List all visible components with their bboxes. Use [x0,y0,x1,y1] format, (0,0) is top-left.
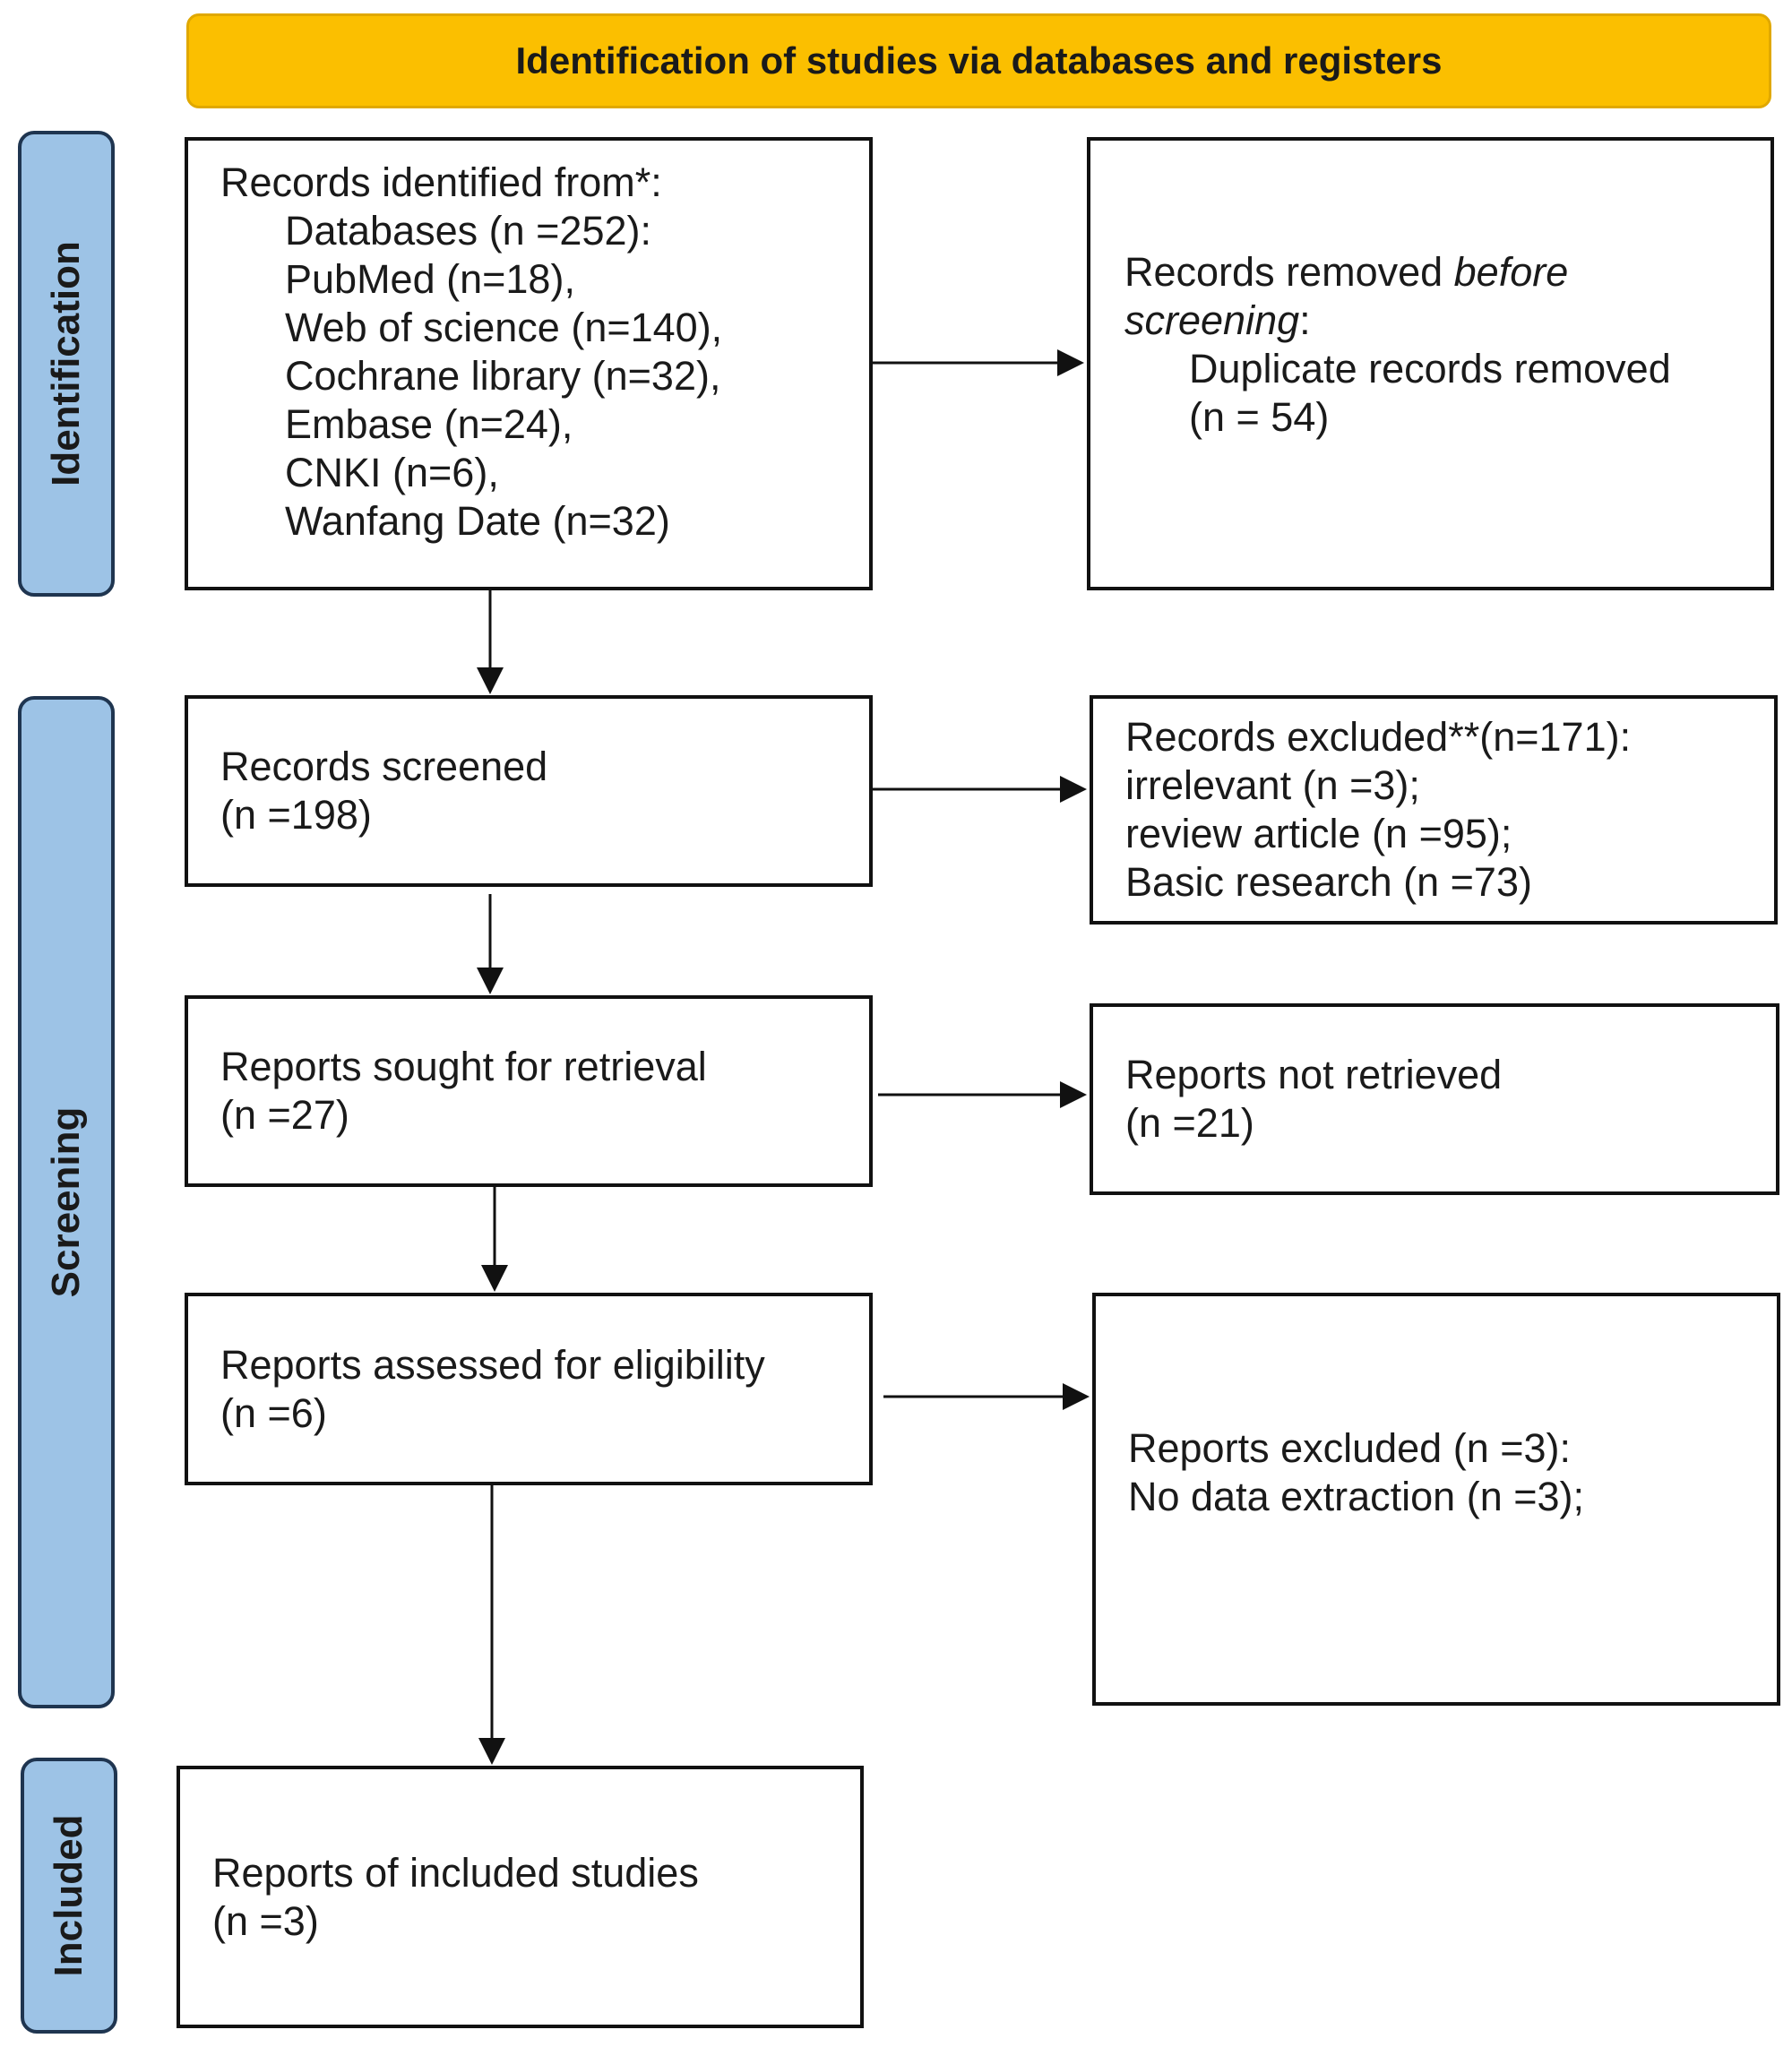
box-text: review article (n =95); [1125,811,1512,856]
phase-included: Included [21,1758,117,2034]
box-text: Records excluded**(n=171): [1125,714,1632,760]
box-text: Reports excluded (n =3): [1128,1424,1572,1471]
box-text: Reports not retrieved [1125,1052,1503,1097]
box-text: Basic research (n =73) [1125,859,1532,905]
header-title: Identification of studies via databases … [515,39,1443,82]
box-text: irrelevant (n =3); [1125,762,1420,808]
box-text: Reports of included studies [212,1849,699,1896]
box-records-excluded: Records excluded**(n=171): irrelevant (n… [1090,695,1778,925]
box-included-studies: Reports of included studies (n =3) [177,1766,864,2028]
header-banner: Identification of studies via databases … [186,13,1771,108]
box-text: Records identified from*: [220,159,662,205]
box-text: Reports sought for retrieval [220,1044,707,1089]
box-text: No data extraction (n =3); [1128,1473,1585,1519]
box-reports-excluded: Reports excluded (n =3): No data extract… [1092,1293,1780,1706]
box-reports-sought: Reports sought for retrieval (n =27) [185,995,873,1187]
box-reports-assessed: Reports assessed for eligibility (n =6) [185,1293,873,1485]
box-reports-not-retrieved: Reports not retrieved (n =21) [1090,1003,1779,1195]
box-count: (n =6) [220,1389,327,1436]
source-pubmed: PubMed (n=18), [285,256,575,302]
phase-identification: Identification [18,131,115,597]
source-cnki: CNKI (n=6), [285,450,499,495]
source-wanfang: Wanfang Date (n=32) [285,498,670,544]
box-text: Databases (n =252): [285,208,651,254]
box-count: (n = 54) [1189,394,1330,440]
box-count: (n =21) [1125,1100,1254,1146]
box-count: (n =27) [220,1092,349,1138]
source-cochrane: Cochrane library (n=32), [285,353,721,399]
source-wos: Web of science (n=140), [285,305,723,350]
box-text: Records removed before [1124,249,1569,295]
box-count: (n =3) [212,1897,319,1944]
source-embase: Embase (n=24), [285,401,573,447]
box-text: screening: [1124,297,1311,343]
box-records-removed: Records removed before screening: Duplic… [1087,137,1774,590]
box-count: (n =198) [220,792,372,838]
box-text: Records screened [220,744,548,789]
box-records-identified: Records identified from*: Databases (n =… [185,137,873,590]
box-text: Reports assessed for eligibility [220,1341,765,1388]
phase-screening: Screening [18,696,115,1708]
box-records-screened: Records screened (n =198) [185,695,873,887]
box-text: Duplicate records removed [1189,346,1671,391]
